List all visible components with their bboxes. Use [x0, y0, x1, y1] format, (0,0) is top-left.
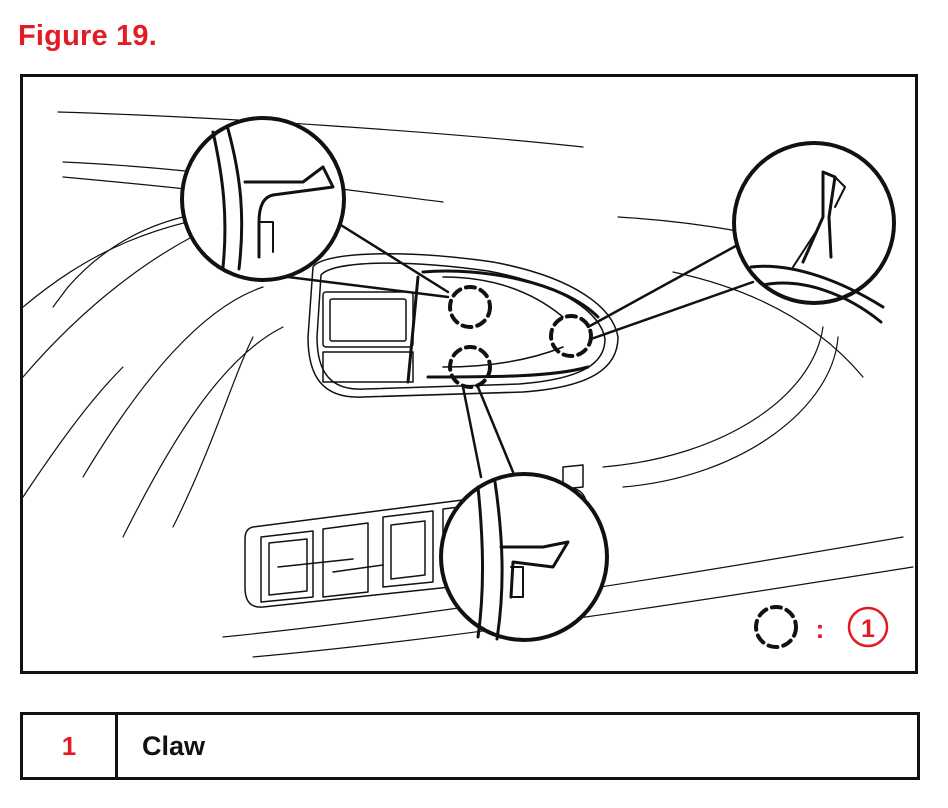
- callout-key-dashed-circle: [754, 605, 798, 649]
- legend-table: 1 Claw: [20, 712, 920, 780]
- door-trim-diagram: : 1: [23, 111, 914, 658]
- claw-markers: [448, 285, 593, 389]
- callout-key: [754, 605, 889, 649]
- legend-row-number: 1: [23, 715, 118, 777]
- claw-marker-lower-left: [448, 345, 492, 389]
- legend-row-label: Claw: [142, 730, 206, 761]
- callout-zoom-top-left: [180, 116, 346, 282]
- callout-key-number: 1: [861, 615, 875, 643]
- callout-zoom-right: [732, 141, 896, 324]
- claw-marker-right: [549, 314, 593, 358]
- callout-key-number-circle: [847, 606, 889, 648]
- diagram-frame: : 1: [20, 74, 918, 674]
- callout-key-separator: :: [816, 614, 825, 644]
- callout-zoom-bottom: [439, 472, 609, 642]
- claw-marker-upper-left: [448, 285, 492, 329]
- figure-title: Figure 19.: [18, 20, 157, 52]
